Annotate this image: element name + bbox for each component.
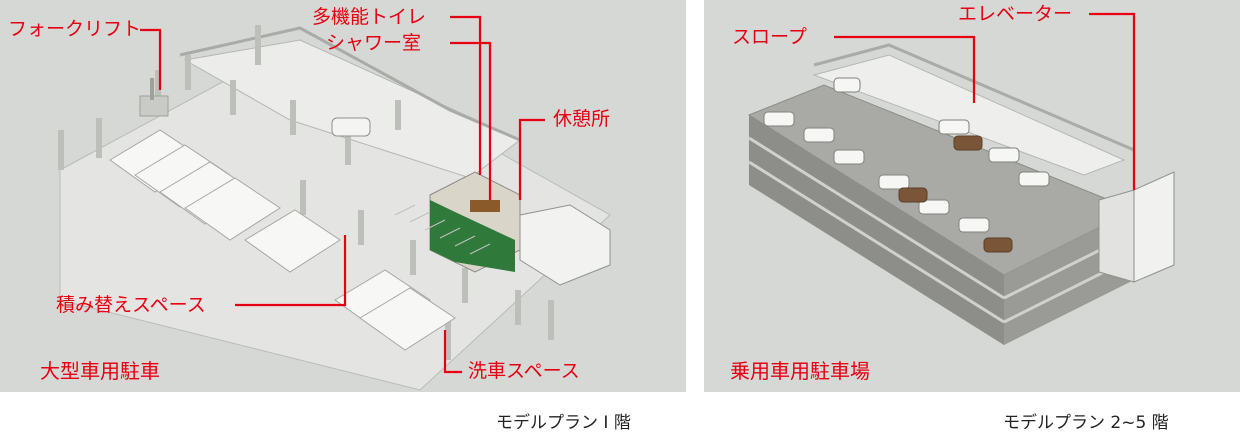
label-shower-room: シャワー室 [326, 32, 422, 54]
label-multipurpose-toilet: 多機能トイレ [312, 6, 427, 28]
label-slope: スロープ [732, 26, 807, 48]
caption-floor2-5: モデルプラン 2~5 階 [1003, 413, 1169, 433]
label-transshipment-space: 積み替えスペース [56, 294, 206, 316]
label-rest-area: 休憩所 [553, 108, 611, 130]
floor2-5-model-panel: スロープ エレベーター 乗用車用駐車場 [704, 0, 1240, 392]
floor1-model-panel: フォークリフト 多機能トイレ シャワー室 休憩所 積み替えスペース 洗車スペース… [0, 0, 686, 392]
caption-floor1: モデルプラン Ⅰ 階 [496, 413, 631, 433]
label-passenger-car-parking: 乗用車用駐車場 [730, 359, 870, 383]
floor1-leader-lines [140, 15, 545, 374]
label-elevator: エレベーター [958, 3, 1073, 25]
label-car-wash-space: 洗車スペース [468, 360, 580, 382]
floor2-5-isometric-illustration [747, 43, 1175, 345]
label-large-vehicle-parking: 大型車用駐車 [40, 359, 160, 383]
floor2-5-leader-lines [834, 12, 1136, 190]
label-forklift: フォークリフト [8, 18, 142, 40]
floor1-isometric-illustration [58, 25, 611, 391]
